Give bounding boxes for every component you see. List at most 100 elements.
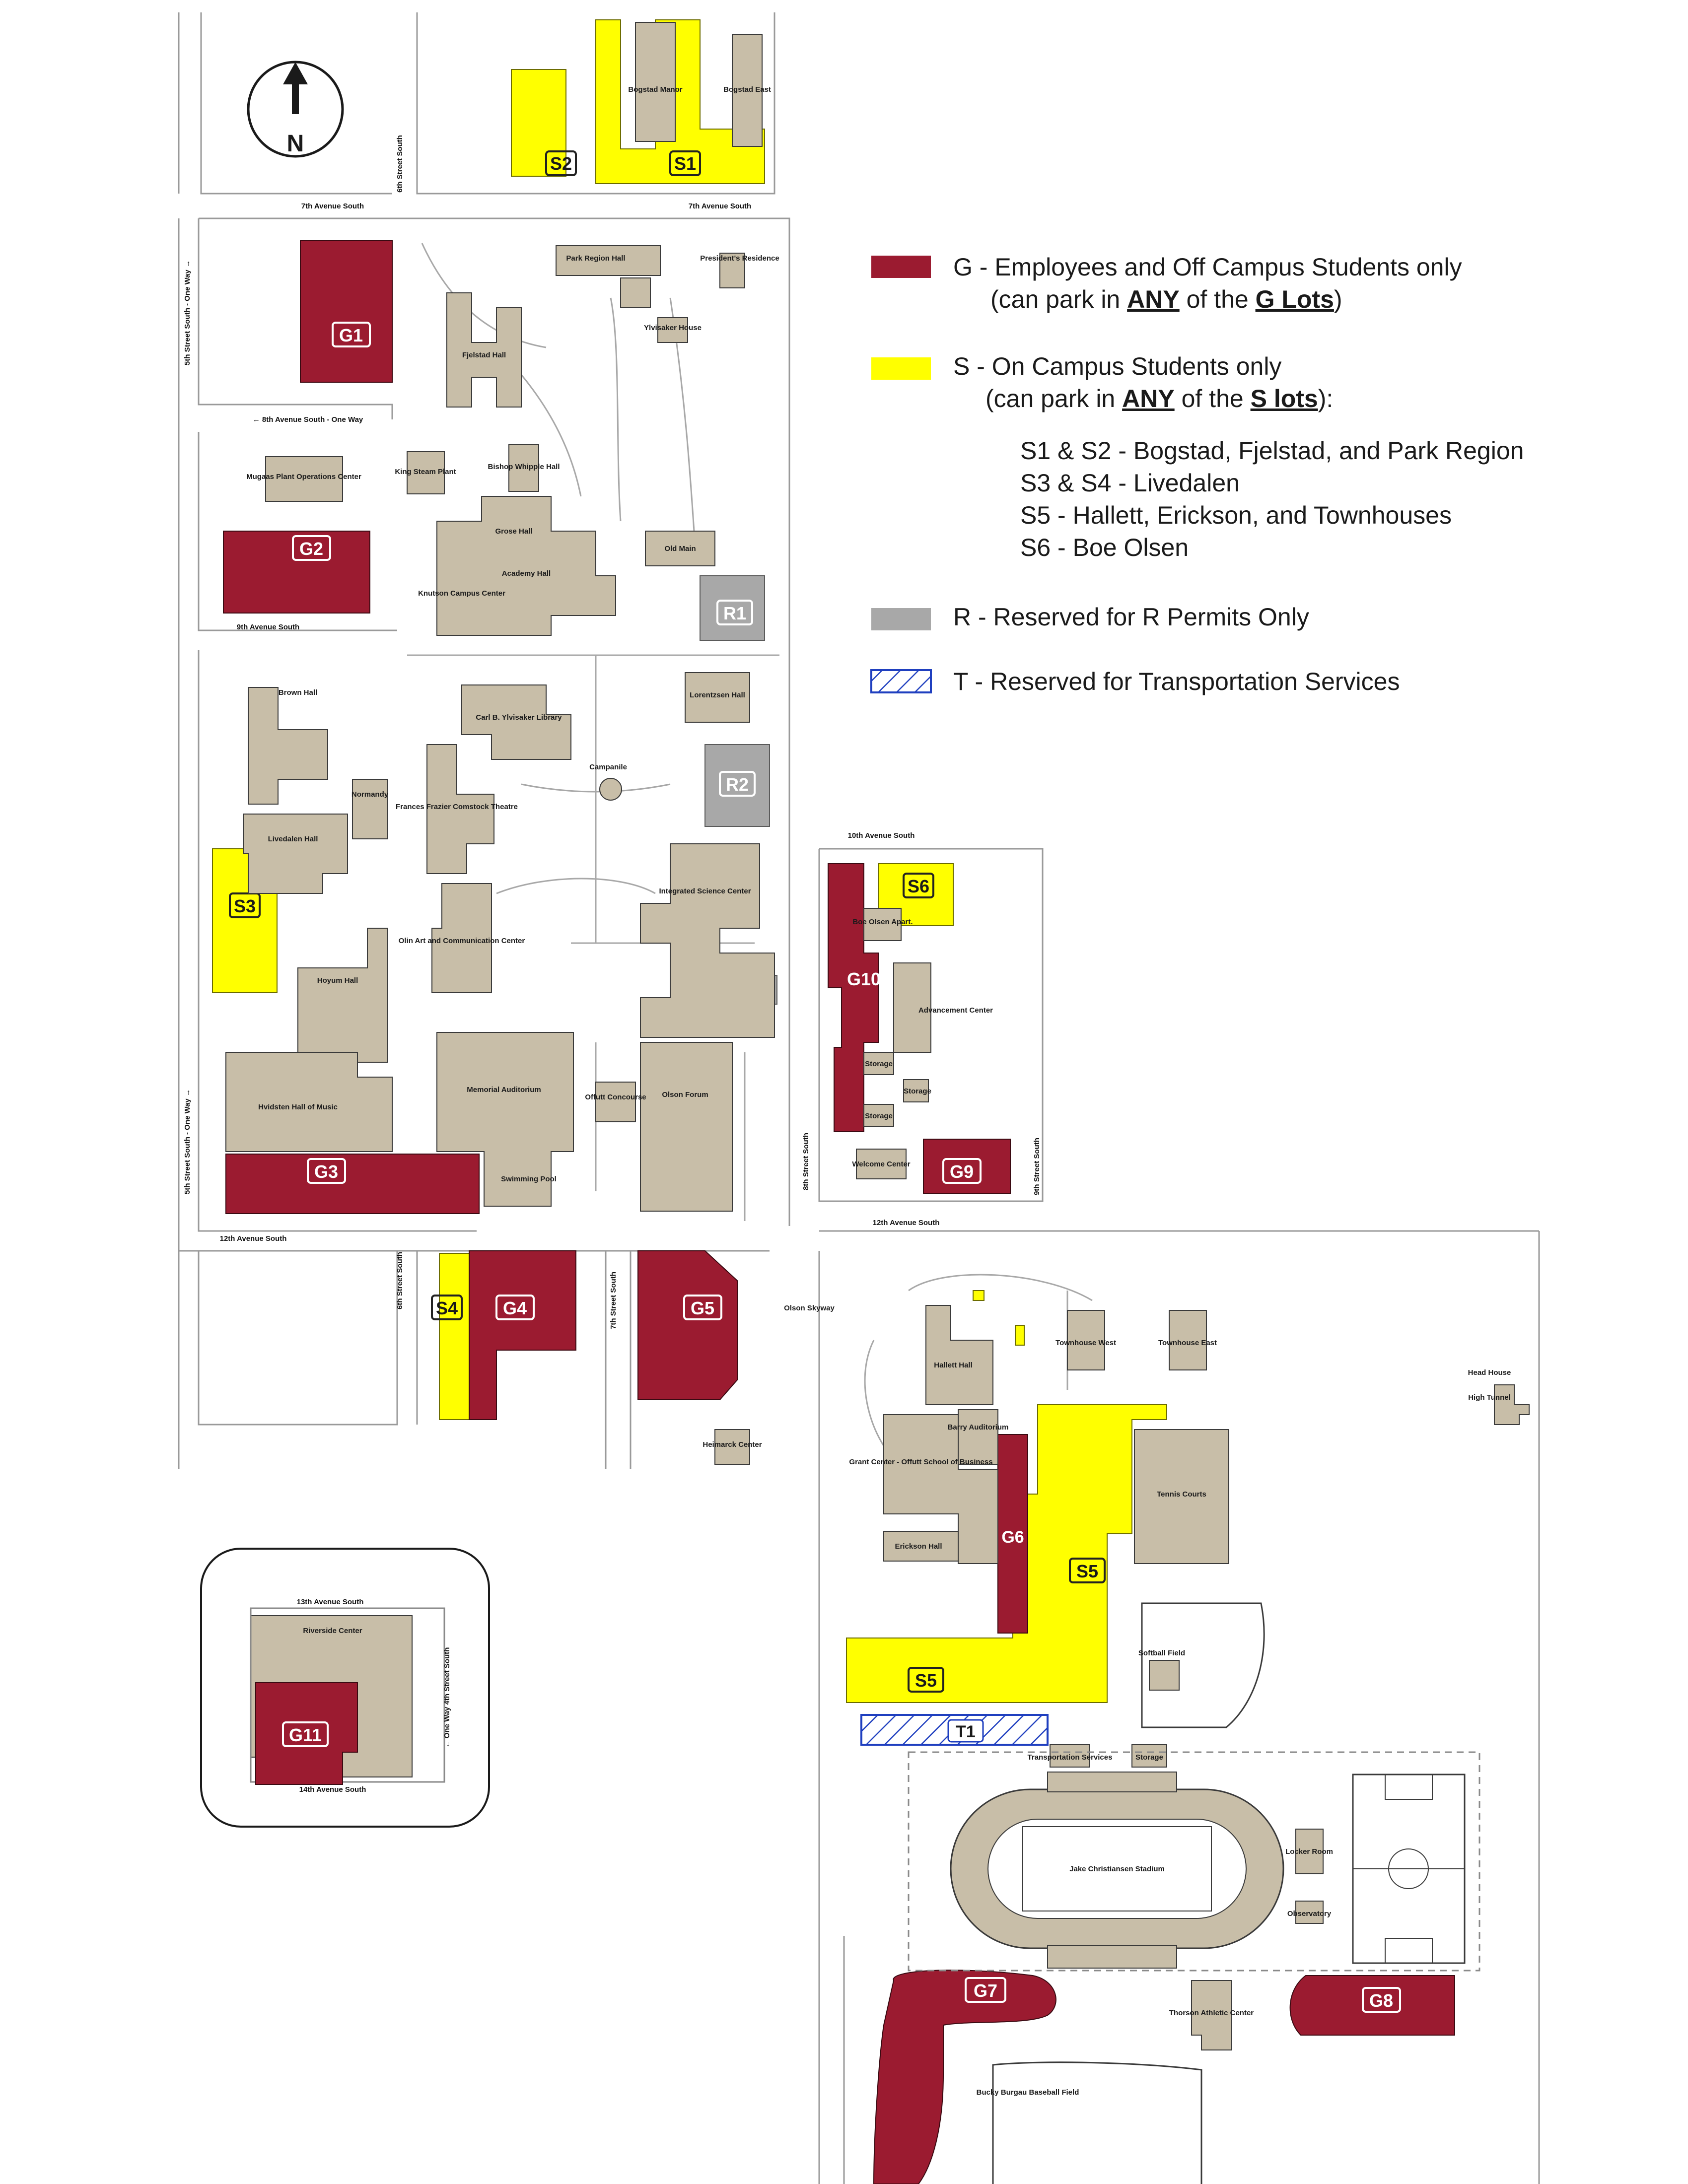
label-mugaas: Mugaas Plant Operations Center (246, 473, 361, 481)
legend-s-item: S6 - Boe Olsen (1020, 534, 1189, 561)
building-ylvisaker-house[interactable] (657, 317, 688, 343)
building-hallett[interactable] (925, 1305, 993, 1405)
label-presidents: President's Residence (700, 254, 779, 263)
lot-s4-label: S4 (436, 1298, 458, 1318)
north-letter: N (287, 131, 304, 157)
street-st9: 9th Street South (1033, 1138, 1041, 1195)
building-livedalen[interactable] (243, 814, 348, 894)
building-barry[interactable] (958, 1409, 998, 1465)
lot-t1[interactable]: T1 (860, 1714, 1049, 1746)
label-swimming-pool: Swimming Pool (501, 1175, 557, 1183)
lot-s1[interactable]: S1 (595, 19, 765, 184)
lot-g5[interactable]: G5 (637, 1250, 738, 1400)
building-observatory[interactable] (1295, 1901, 1324, 1924)
building-offutt-concourse[interactable] (595, 1082, 636, 1122)
building-old-main[interactable] (645, 531, 715, 566)
lot-r2-label: R2 (726, 774, 749, 795)
building-ylvisaker-library[interactable] (461, 684, 571, 760)
lot-g3[interactable]: G3 (225, 1154, 480, 1214)
lot-t1-label: T1 (956, 1722, 976, 1741)
building-frances-frazier[interactable] (426, 744, 494, 874)
lot-g8[interactable]: G8 (1289, 1975, 1455, 2036)
lot-g6[interactable]: G6 (997, 1434, 1028, 1634)
lot-g9[interactable]: G9 (923, 1139, 1011, 1194)
building-olin[interactable] (431, 883, 492, 993)
lot-g7-label: G7 (974, 1980, 997, 2001)
legend-swatch-r (871, 608, 931, 630)
building-locker[interactable] (1295, 1829, 1324, 1874)
label-hvidsten: Hvidsten Hall of Music (258, 1103, 338, 1111)
building-townhouse-west[interactable] (1067, 1310, 1105, 1370)
lot-g1[interactable]: G1 (300, 240, 393, 383)
building-knutson[interactable] (436, 496, 616, 636)
lot-g4-label: G4 (503, 1298, 527, 1318)
lot-g6-label: G6 (1001, 1528, 1024, 1547)
building-lorentzsen[interactable] (685, 672, 750, 723)
label-old-main: Old Main (664, 545, 696, 553)
building-memorial[interactable] (436, 1032, 574, 1207)
building-bishop-whipple[interactable] (508, 444, 539, 492)
label-baseball: Bucky Burgau Baseball Field (977, 2088, 1079, 2097)
building-head-house[interactable] (1494, 1384, 1530, 1425)
label-stadium: Jake Christiansen Stadium (1069, 1865, 1165, 1873)
label-bogstad-east: Bogstad East (723, 85, 771, 94)
lot-s2[interactable]: S2 (511, 69, 577, 177)
legend-s-line2: (can park in ANY of the S lots): (985, 385, 1333, 412)
building-storage-2[interactable] (903, 1079, 929, 1102)
stadium-complex (908, 1751, 1480, 1972)
legend-s-line1: S - On Campus Students only (953, 352, 1281, 380)
lot-r1[interactable]: R1 (700, 575, 765, 641)
lot-s1-label: S1 (674, 153, 696, 174)
building-olson-forum[interactable] (640, 1042, 733, 1212)
building-hvidsten[interactable] (225, 1052, 393, 1152)
building-transportation[interactable] (1050, 1744, 1090, 1768)
lot-g7[interactable]: G7 (873, 1970, 1056, 2184)
building-presidents-residence[interactable] (620, 253, 745, 308)
lot-g2[interactable]: G2 (223, 531, 370, 614)
building-normandy[interactable] (352, 779, 388, 839)
lot-g10[interactable]: G10 (828, 863, 881, 1132)
lot-g2-label: G2 (299, 539, 323, 559)
building-thorson[interactable] (1191, 1980, 1232, 2050)
legend: G - Employees and Off Campus Students on… (870, 253, 1524, 695)
lot-g11[interactable]: G11 (255, 1682, 358, 1785)
label-frances-frazier: Frances Frazier Comstock Theatre (396, 803, 518, 811)
building-bogstad-east[interactable] (732, 34, 763, 147)
building-boe-olsen[interactable] (863, 908, 902, 941)
building-bogstad-manor[interactable] (635, 22, 676, 142)
lot-r2[interactable]: R2 (704, 744, 770, 827)
building-park-region[interactable] (556, 245, 661, 276)
building-brown[interactable] (248, 687, 328, 805)
label-locker: Locker Room (1285, 1847, 1333, 1856)
building-storage-3[interactable] (863, 1104, 894, 1127)
building-storage-1[interactable] (863, 1052, 894, 1075)
building-advancement[interactable] (893, 962, 931, 1053)
building-king-steam[interactable] (407, 451, 445, 494)
label-hoyum: Hoyum Hall (317, 976, 358, 985)
label-park-region: Park Region Hall (566, 254, 625, 263)
lot-g4[interactable]: G4 (469, 1250, 576, 1420)
lot-g10-label: G10 (847, 969, 881, 989)
legend-g-line1: G - Employees and Off Campus Students on… (953, 253, 1462, 281)
building-mugaas[interactable] (265, 456, 343, 502)
softball-field-outline (1141, 1602, 1265, 1728)
building-erickson[interactable] (883, 1531, 959, 1562)
building-storage-4[interactable] (1131, 1744, 1167, 1768)
building-campanile[interactable] (599, 778, 622, 801)
building-tennis-courts[interactable] (1134, 1429, 1229, 1564)
label-barry: Barry Auditorium (948, 1423, 1009, 1432)
building-townhouse-east[interactable] (1169, 1310, 1207, 1370)
building-grant[interactable] (883, 1414, 998, 1564)
label-tennis: Tennis Courts (1157, 1490, 1206, 1499)
legend-s-item: S5 - Hallett, Erickson, and Townhouses (1020, 501, 1452, 529)
building-integrated-science[interactable] (640, 843, 775, 1038)
building-welcome[interactable] (856, 1149, 907, 1179)
label-storage-4: Storage (1135, 1753, 1163, 1762)
building-softball[interactable] (1149, 1660, 1180, 1691)
building-heimarck[interactable] (714, 1429, 750, 1465)
building-fjelstad[interactable] (446, 292, 522, 408)
north-arrow: N (247, 61, 344, 158)
building-hoyum[interactable] (297, 928, 388, 1063)
street-ave12-left: 12th Avenue South (220, 1234, 287, 1243)
